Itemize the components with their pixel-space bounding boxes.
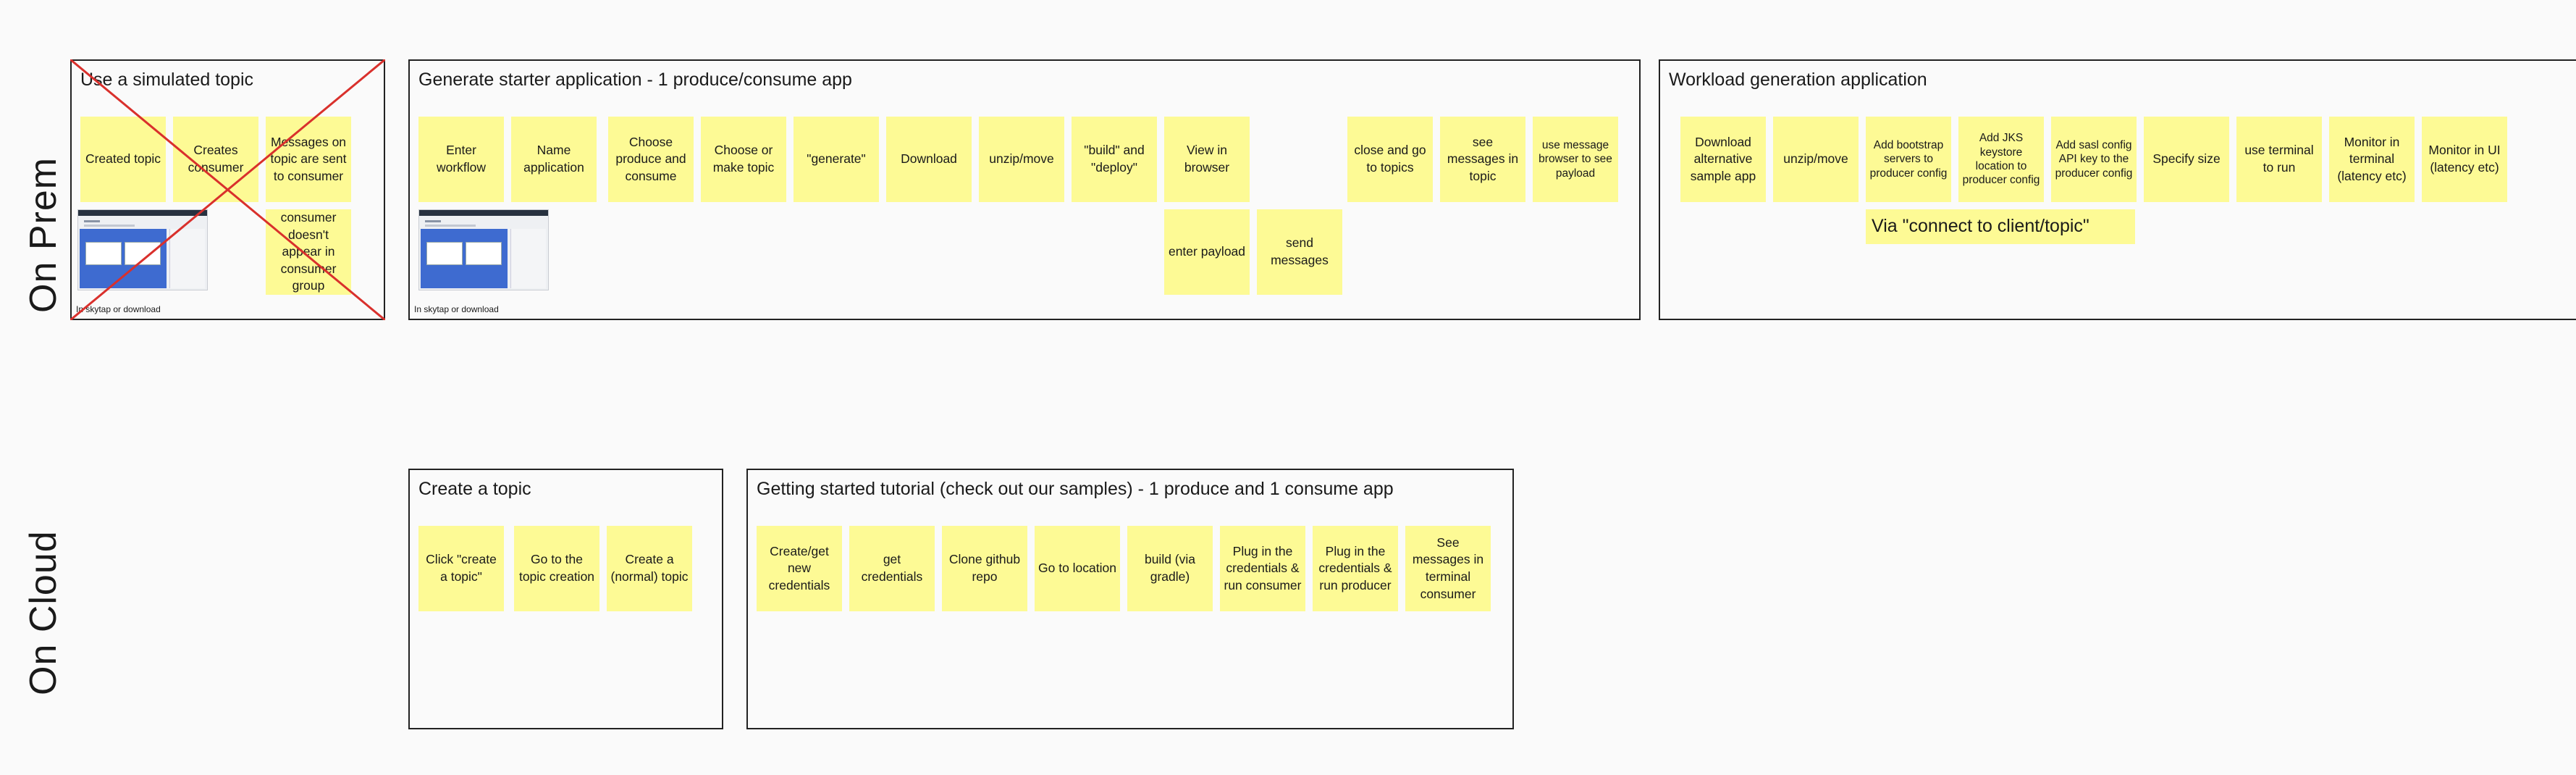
sticky-note[interactable]: consumer doesn't appear in consumer grou… [266,209,351,295]
frame-title: Workload generation application [1669,70,1927,90]
row-label-on-cloud: On Cloud [22,530,64,695]
sticky-note[interactable]: Download alternative sample app [1680,117,1766,202]
sticky-note[interactable]: View in browser [1164,117,1250,202]
sticky-note-wide[interactable]: Via "connect to client/topic" [1866,209,2135,244]
sticky-note[interactable]: Enter workflow [418,117,504,202]
sticky-note[interactable]: Created topic [80,117,166,202]
sticky-note[interactable]: unzip/move [1773,117,1859,202]
sticky-note[interactable]: Monitor in terminal (latency etc) [2329,117,2415,202]
frame-title: Getting started tutorial (check out our … [757,479,1394,499]
sticky-note[interactable]: get credentials [849,526,935,611]
screenshot-thumbnail[interactable] [418,209,549,290]
sticky-note[interactable]: Specify size [2144,117,2229,202]
sticky-note[interactable]: Go to the topic creation [514,526,599,611]
frame-create-topic[interactable]: Create a topic Click "create a topic" Go… [408,469,723,729]
frame-tutorial[interactable]: Getting started tutorial (check out our … [746,469,1514,729]
sticky-note[interactable]: enter payload [1164,209,1250,295]
sticky-note[interactable]: Clone github repo [942,526,1027,611]
sticky-note[interactable]: Create a (normal) topic [607,526,692,611]
sticky-note[interactable]: build (via gradle) [1127,526,1213,611]
sticky-note[interactable]: Create/get new credentials [757,526,842,611]
sticky-note[interactable]: Download [886,117,972,202]
sticky-note[interactable]: unzip/move [979,117,1064,202]
sticky-note[interactable]: use terminal to run [2236,117,2322,202]
sticky-note[interactable]: Name application [511,117,597,202]
sticky-note[interactable]: Plug in the credentials & run consumer [1220,526,1305,611]
sticky-note[interactable]: See messages in terminal consumer [1405,526,1491,611]
sticky-note[interactable]: Monitor in UI (latency etc) [2422,117,2507,202]
sticky-note[interactable]: Creates consumer [173,117,258,202]
sticky-note[interactable]: Go to location [1035,526,1120,611]
caption: In skytap or download [76,304,161,314]
sticky-note[interactable]: use message browser to see payload [1533,117,1618,202]
frame-workload-app[interactable]: Workload generation application Download… [1659,59,2576,320]
sticky-note[interactable]: Click "create a topic" [418,526,504,611]
row-label-on-prem: On Prem [22,156,64,313]
sticky-note[interactable]: see messages in topic [1440,117,1525,202]
sticky-note[interactable]: Choose or make topic [701,117,786,202]
sticky-note[interactable]: Add JKS keystore location to producer co… [1958,117,2044,202]
sticky-note[interactable]: send messages [1257,209,1342,295]
screenshot-thumbnail[interactable] [77,209,208,290]
sticky-note[interactable]: "build" and "deploy" [1072,117,1157,202]
sticky-note[interactable]: "generate" [794,117,879,202]
sticky-note[interactable]: close and go to topics [1347,117,1433,202]
frame-title: Use a simulated topic [80,70,254,90]
frame-starter-app[interactable]: Generate starter application - 1 produce… [408,59,1641,320]
sticky-note[interactable]: Add sasl config API key to the producer … [2051,117,2137,202]
sticky-note[interactable]: Messages on topic are sent to consumer [266,117,351,202]
frame-title: Create a topic [418,479,531,499]
sticky-note[interactable]: Choose produce and consume [608,117,694,202]
sticky-note[interactable]: Plug in the credentials & run producer [1313,526,1398,611]
caption: In skytap or download [414,304,499,314]
frame-simulated-topic[interactable]: Use a simulated topic Created topic Crea… [70,59,385,320]
frame-title: Generate starter application - 1 produce… [418,70,852,90]
sticky-note[interactable]: Add bootstrap servers to producer config [1866,117,1951,202]
